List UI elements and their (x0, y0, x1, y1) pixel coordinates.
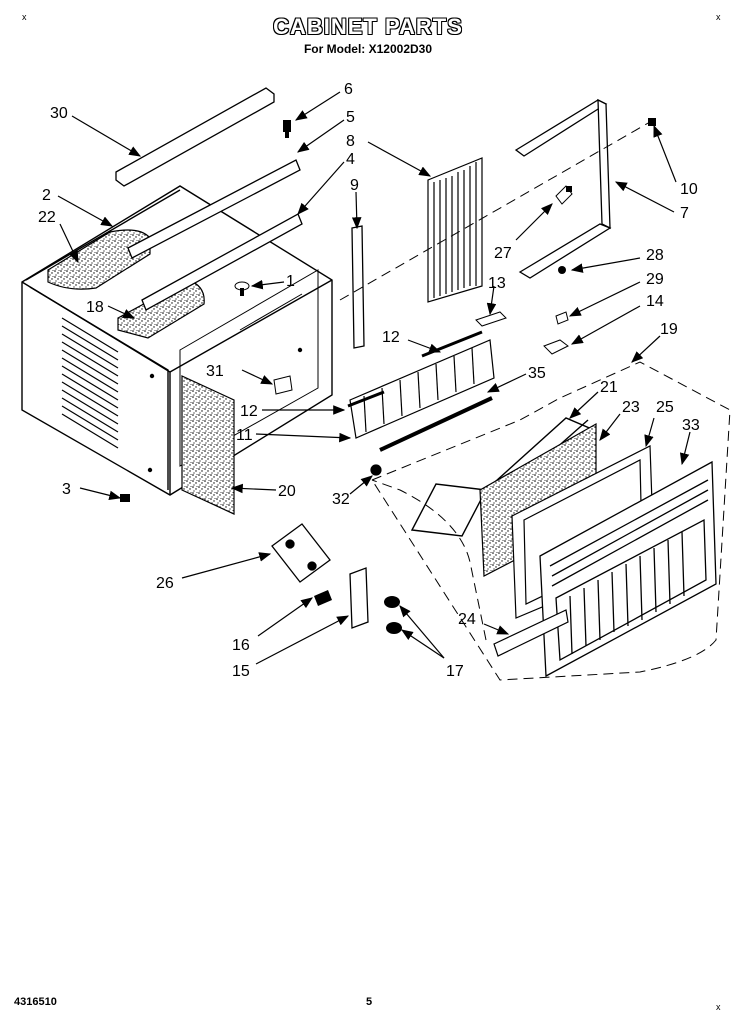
clip-31 (273, 375, 293, 395)
callout-12-lower: 12 (240, 403, 258, 420)
callout-2: 2 (42, 187, 51, 204)
callout-18: 18 (86, 299, 104, 316)
model-subtitle: For Model: X12002D30 (303, 42, 433, 56)
louver-grille-8 (427, 157, 483, 303)
corner-mark-bottom-right: x (716, 1002, 721, 1012)
callout-25: 25 (656, 399, 674, 416)
callout-7: 7 (680, 205, 689, 222)
screw-10 (648, 118, 656, 126)
page-title: CABINET PARTS (273, 14, 463, 39)
callout-22: 22 (38, 209, 56, 226)
callout-5: 5 (346, 109, 355, 126)
page-number: 5 (366, 996, 373, 1008)
clip-14 (543, 339, 569, 355)
callout-9: 9 (350, 177, 359, 194)
clip-29 (555, 311, 569, 325)
top-insulation-pad (47, 229, 151, 290)
screw-3 (120, 494, 130, 502)
corner-mark-top-right: x (716, 12, 721, 22)
callout-15: 15 (232, 663, 250, 680)
callout-29: 29 (646, 271, 664, 288)
callout-6: 6 (344, 81, 353, 98)
callout-3: 3 (62, 481, 71, 498)
part-16 (314, 590, 332, 606)
callout-21: 21 (600, 379, 618, 396)
callout-19: 19 (660, 321, 678, 338)
callout-11: 11 (236, 427, 253, 444)
callout-20: 20 (278, 483, 296, 500)
vane-assembly (347, 330, 495, 476)
side-insulation-panel (181, 375, 235, 515)
clip-13 (475, 311, 507, 327)
plate-15 (349, 567, 369, 629)
screw-6 (283, 120, 291, 138)
assembly-dashed-lines (339, 121, 731, 681)
callout-28: 28 (646, 247, 664, 264)
callout-8: 8 (346, 133, 355, 150)
knob-27 (555, 185, 573, 205)
frame-7 (514, 98, 612, 279)
callout-23: 23 (622, 399, 640, 416)
callout-13: 13 (488, 275, 506, 292)
callout-16: 16 (232, 637, 250, 654)
plug-1 (234, 281, 250, 296)
screw-28 (558, 266, 566, 274)
bolts-17 (384, 596, 402, 634)
callout-12-upper: 12 (382, 329, 400, 346)
callout-17: 17 (446, 663, 464, 680)
callout-33: 33 (682, 417, 700, 434)
callout-1: 1 (286, 273, 295, 290)
leader-lines (57, 91, 691, 665)
callout-24: 24 (458, 611, 476, 628)
top-rails (127, 159, 303, 311)
callout-31: 31 (206, 363, 224, 380)
callout-30: 30 (50, 105, 68, 122)
bottom-rail-24 (493, 609, 569, 657)
callout-4: 4 (346, 151, 355, 168)
top-angle-strip (115, 87, 275, 187)
callout-27: 27 (494, 245, 512, 262)
callout-14: 14 (646, 293, 664, 310)
callout-10: 10 (680, 181, 698, 198)
document-number: 4316510 (14, 996, 57, 1008)
front-grille-33 (539, 460, 717, 678)
callout-labels: 30 6 5 8 4 9 1 2 22 18 10 7 27 28 29 14 … (38, 81, 700, 680)
callout-35: 35 (528, 365, 546, 382)
corner-mark-top-left: x (22, 12, 27, 22)
callout-26: 26 (156, 575, 174, 592)
callout-32: 32 (332, 491, 350, 508)
mounting-bracket-26 (271, 523, 331, 583)
